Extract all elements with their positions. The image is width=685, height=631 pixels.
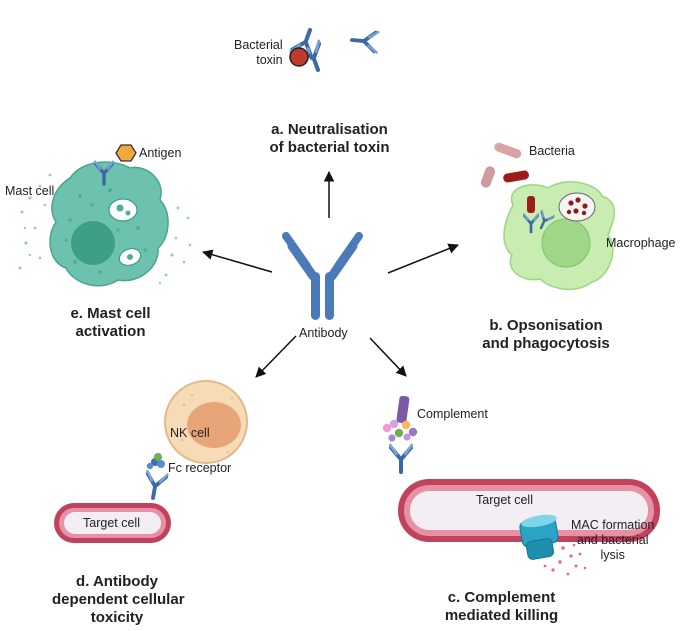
title-c: c. Complement mediated killing (444, 589, 559, 624)
complement-icon (396, 395, 410, 424)
phagosome (558, 192, 596, 222)
complement-label: Complement (417, 407, 488, 421)
arrow-to-b (387, 243, 459, 274)
bacterium-icon (494, 142, 522, 159)
mac-label: MAC formation and bacterial lysis (571, 518, 655, 562)
arrow-to-c (369, 337, 407, 377)
title-d: d. Antibody dependent cellular toxicity (52, 573, 185, 626)
mast-cell-graphic (18, 144, 192, 287)
target-cell-label-d: Target cell (83, 516, 140, 530)
bacteria-label: Bacteria (529, 144, 575, 158)
antibody-center-icon (282, 232, 363, 320)
title-a: a. Neutralisation of bacterial toxin (269, 121, 390, 156)
macrophage-nucleus (541, 218, 591, 268)
title-e: e. Mast cell activation (70, 305, 151, 340)
bacterial-toxin-icon (289, 47, 309, 67)
mast-cell-nucleus (71, 221, 115, 265)
arrow-to-e (201, 249, 273, 273)
antigen-label: Antigen (139, 146, 182, 160)
mast-cell-label: Mast cell (5, 184, 55, 198)
macrophage-label: Macrophage (606, 236, 676, 250)
opsonisation-graphic (480, 142, 616, 290)
toxin-neutralisation-graphic (289, 26, 381, 73)
fc-receptor-label: Fc receptor (168, 461, 232, 475)
adcc-graphic (54, 380, 248, 543)
antigen-icon (115, 144, 137, 162)
nk-cell-label: NK cell (170, 426, 210, 440)
toxin-label: Bacterial toxin (234, 38, 283, 67)
mac-pore-icon (519, 514, 559, 560)
arrow-to-d (255, 335, 297, 378)
mast-cell-icon (49, 161, 169, 287)
complement-complex (382, 419, 418, 442)
complement-graphic (382, 395, 660, 576)
bacterium-icon (503, 170, 529, 183)
target-cell-label-c: Target cell (476, 493, 533, 507)
fc-receptor-icon (146, 453, 165, 470)
antibody-label: Antibody (299, 326, 348, 340)
nk-cell-nucleus (187, 402, 241, 448)
title-b: b. Opsonisation and phagocytosis (482, 317, 610, 352)
arrows (201, 170, 459, 378)
bacterium-icon (480, 166, 496, 188)
